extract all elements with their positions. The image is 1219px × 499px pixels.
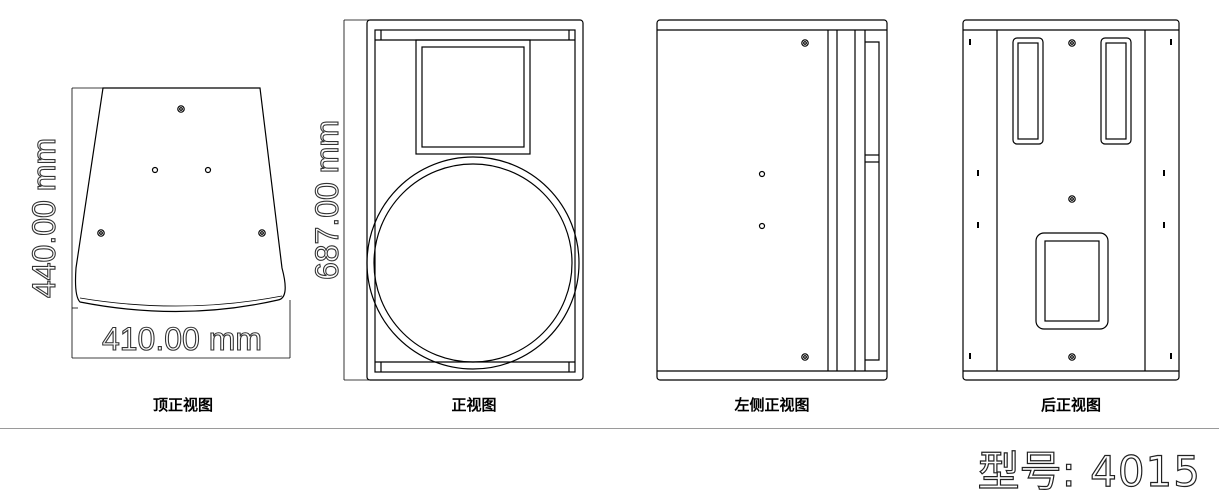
side-view-drawing [656,19,888,381]
back-view-caption: 后正视图 [1040,396,1102,414]
top-view-drawing [71,87,291,359]
model-label: 型号: [977,446,1076,496]
top-width-dimension: 410.00 mm [102,321,262,357]
back-view-drawing [962,19,1180,381]
top-view-caption: 顶正视图 [152,396,214,414]
top-depth-dimension: 440.00 mm [26,138,62,298]
front-height-dimension: 687.00 mm [309,120,345,280]
model-designation: 型号: 4015 [977,438,1201,499]
divider-line [0,428,1219,429]
back-view-fasteners [969,39,1172,359]
front-view-caption: 正视图 [451,396,497,414]
side-view-caption: 左侧正视图 [734,396,810,414]
model-number: 4015 [1090,446,1201,496]
front-view-drawing [343,19,584,381]
